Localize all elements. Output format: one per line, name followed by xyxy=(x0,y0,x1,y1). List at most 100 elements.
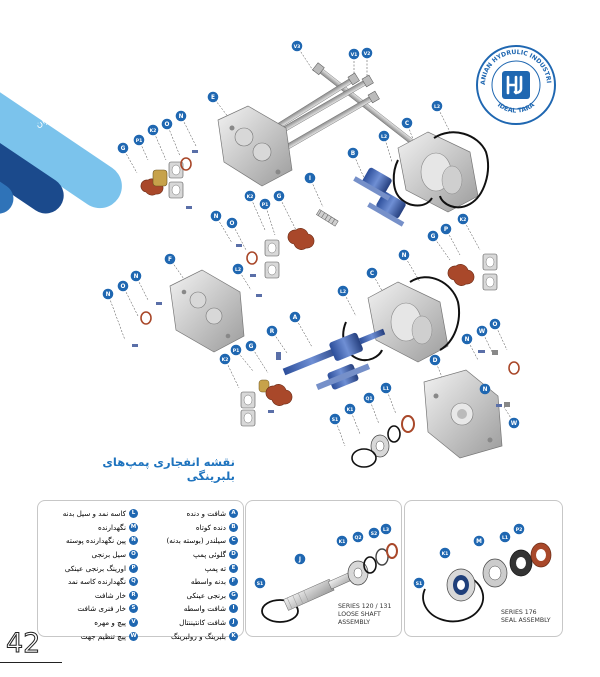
part-callout: B xyxy=(347,147,359,159)
part-callout-label: K2 xyxy=(460,217,467,223)
part-callout-label: Q2 xyxy=(354,535,361,541)
part-callout: N xyxy=(175,110,187,122)
part-callout-label: E xyxy=(211,95,215,101)
legend-label: دنده کوتاه xyxy=(195,522,226,532)
legend-label: کاسه نمد و سیل بدنه xyxy=(62,509,126,519)
page-number-rule xyxy=(0,662,62,663)
part-callout-label: P2 xyxy=(516,527,523,533)
part-callout-label: O xyxy=(230,221,235,227)
page-number-text: 42 xyxy=(5,628,41,660)
part-callout-label: W xyxy=(479,329,486,335)
upper-left-bushings xyxy=(140,150,198,209)
part-callout: O xyxy=(489,318,501,330)
part-callout-label: N xyxy=(483,387,488,393)
part-callout-label: Q1 xyxy=(365,396,372,402)
part-callout-label: O xyxy=(493,322,498,328)
part-callout: N xyxy=(210,210,222,222)
part-callout: K2 xyxy=(219,353,231,365)
part-callout-label: N xyxy=(465,337,470,343)
part-callout-label: K1 xyxy=(339,539,346,545)
part-callout: V3 xyxy=(291,40,303,52)
shaft-seal-stack xyxy=(351,415,415,468)
part-callout: V2 xyxy=(361,47,373,59)
part-callout-label: N xyxy=(134,274,139,280)
page-number: 42 xyxy=(0,628,62,668)
part-callout: S1 xyxy=(254,577,266,589)
part-callout-label: K2 xyxy=(150,128,157,134)
legend-key-badge: P xyxy=(129,563,138,573)
middle-body-f xyxy=(169,269,245,353)
part-callout-label: N xyxy=(106,292,111,298)
upper-gears-b xyxy=(353,167,406,227)
part-callout-label: G xyxy=(121,146,126,152)
part-callout-label: V1 xyxy=(351,52,358,58)
part-callout-label: G xyxy=(277,194,282,200)
legend-key-badge: G xyxy=(229,590,238,600)
part-callout-label: I xyxy=(309,176,311,182)
part-callout: K2 xyxy=(147,124,159,136)
part-callout-label: O xyxy=(121,284,126,290)
left-seals xyxy=(132,302,162,347)
part-callout-label: L2 xyxy=(235,267,241,273)
legend-key-badge: M xyxy=(129,522,138,532)
part-callout: Q1 xyxy=(363,392,375,404)
legend-label: بدنه واسطه xyxy=(190,577,226,587)
legend-label: پیچ و مهره xyxy=(94,618,126,628)
legend-key-badge: O xyxy=(129,550,138,560)
part-callout: L1 xyxy=(380,382,392,394)
part-callout-label: K1 xyxy=(347,407,354,413)
part-callout: W xyxy=(508,417,520,429)
part-callout-label: K2 xyxy=(247,194,254,200)
logo-seal: IRANIAN HYDRULIC INDUSTRIES IDEAL TARA xyxy=(473,39,556,125)
part-callout-label: S1 xyxy=(416,581,423,587)
part-callout: L2 xyxy=(431,100,443,112)
upper-orings xyxy=(392,131,489,209)
part-callout-label: S1 xyxy=(257,581,264,587)
legend-key-badge: L xyxy=(129,509,138,519)
part-callout-label: L1 xyxy=(502,535,508,541)
legend-label: پیچ تنظیم جهت xyxy=(80,631,126,641)
part-callout: K1 xyxy=(344,403,356,415)
end-cover-e xyxy=(217,105,293,187)
part-callout: S1 xyxy=(329,413,341,425)
legend-label: شافت و دنده xyxy=(186,509,227,519)
legend-key-badge: E xyxy=(229,563,238,573)
part-callout-label: P xyxy=(444,227,449,233)
legend-label: بلبرینگ و رولبرینگ xyxy=(170,631,226,641)
part-callout-label: C xyxy=(370,271,374,277)
legend-key-badge: I xyxy=(229,604,238,614)
diagram-title: نقشه انفجاری پمپ‌های بلبرینگی xyxy=(102,455,235,483)
part-callout: P1 xyxy=(133,134,145,146)
legend-key-badge: Q xyxy=(129,577,138,587)
legend-key-badge: K xyxy=(229,631,238,641)
part-callout-label: K1 xyxy=(442,551,449,557)
legend-key-badge: N xyxy=(129,536,138,546)
part-callout: L3 xyxy=(380,523,392,535)
part-callout: L2 xyxy=(378,130,390,142)
part-callout: O xyxy=(226,217,238,229)
part-callout: K1 xyxy=(336,535,348,547)
part-callout: P xyxy=(440,223,452,235)
part-callout: K2 xyxy=(457,213,469,225)
part-callout-label: M xyxy=(476,539,482,545)
seal-assembly-drawing: S1 K1 M L1 P2 xyxy=(413,523,552,623)
part-callout: N xyxy=(461,333,473,345)
legend-key-badge: B xyxy=(229,522,238,532)
legend-label: سیلندر (بوسته بدنه) xyxy=(166,536,226,546)
part-callout: C xyxy=(401,117,413,129)
legend-key-badge: A xyxy=(229,509,238,519)
part-callout-label: P1 xyxy=(136,138,143,144)
part-callout-label: R xyxy=(270,329,275,335)
legend-label: ته پمپ xyxy=(204,563,226,573)
part-callout-label: F xyxy=(168,257,172,263)
part-callout-label: N xyxy=(179,114,184,120)
